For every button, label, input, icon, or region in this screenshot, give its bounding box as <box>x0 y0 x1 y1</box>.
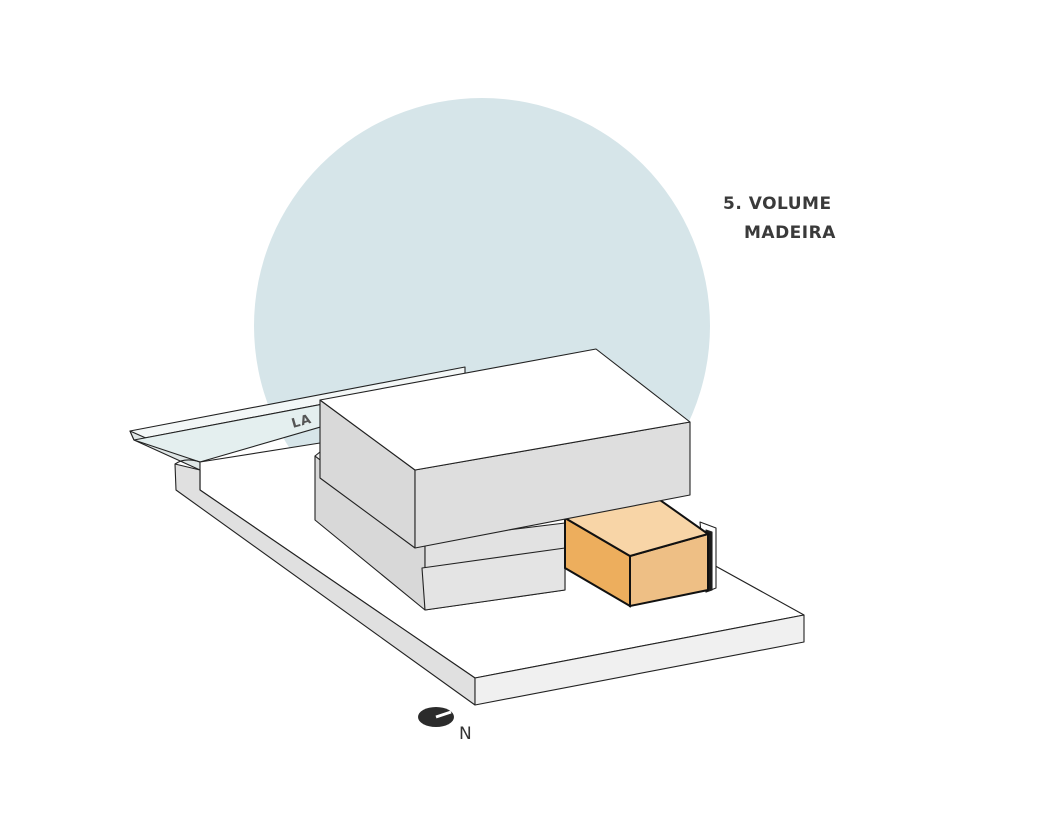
upper-volume <box>319 348 691 549</box>
north-label: N <box>459 724 472 744</box>
title-line-1: 5. VOLUME <box>723 194 832 214</box>
street-label: LA <box>290 412 314 432</box>
title-line-2: MADEIRA <box>744 223 836 243</box>
north-arrow-icon: N <box>418 707 472 744</box>
diagram-title: 5. VOLUME MADEIRA <box>723 194 836 243</box>
